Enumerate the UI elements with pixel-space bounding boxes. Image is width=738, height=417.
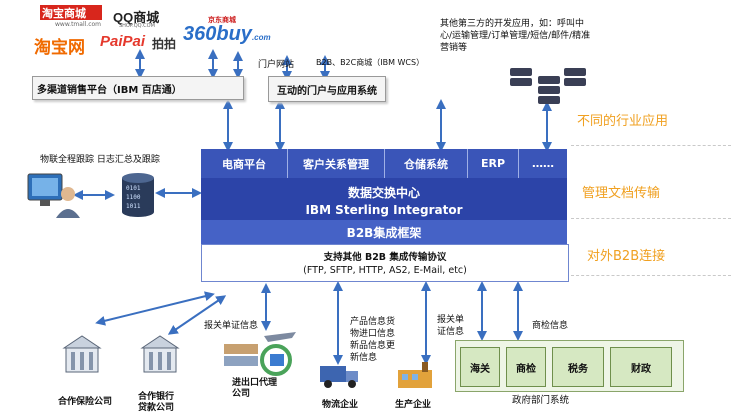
qq-mall-url: SHOP.QQ.COM [119,23,155,29]
insurance-company-label: 合作保险公司 [58,397,113,407]
paipai-cn-logo: 拍拍 [152,37,177,51]
government-systems-box: 海关 商检 税务 财政 [455,340,684,392]
gov-customs: 海关 [460,347,500,387]
buy360-text: 360buy [183,23,252,45]
taobao-mall-text: 淘宝商城 [42,8,86,20]
tmall-url: www.tmall.com [55,21,102,28]
product-info-label: 产品信息货物进口信息新品信息更新信息 [350,317,396,363]
paipai-logo: PaiPai [100,33,146,50]
jingdong-label: 京东商城 [208,17,236,24]
customs-info-label-1: 报关单证信息 [204,321,259,331]
gov-finance: 财政 [610,347,672,387]
import-export-agent-label: 进出口代理公司 [232,378,278,399]
exchange-en-title: IBM Sterling Integrator [305,203,463,217]
bank-company-label: 合作银行贷款公司 [138,392,175,413]
protocol-title: 支持其他 B2B 集成传输协议 [323,252,447,263]
tab-crm[interactable]: 客户关系管理 [288,149,385,178]
protocol-box: 支持其他 B2B 集成传输协议 (FTP, SFTP, HTTP, AS2, E… [201,244,569,282]
tab-warehouse-system[interactable]: 仓储系统 [385,149,468,178]
buy360-logo: 360buy.com [183,23,271,46]
server-stack-icon [510,66,590,110]
taobao-mall-logo [40,5,102,20]
taobao-logo: 淘宝网 [34,38,85,57]
svg-text:0101: 0101 [126,185,141,192]
document-transfer-label: 管理文档传输 [582,186,661,201]
gov-tax: 税务 [552,347,604,387]
external-b2b-label: 对外B2B连接 [587,249,666,264]
portal-apps-box: 互动的门户与应用系统 [268,76,386,102]
data-exchange-center: 数据交换中心 IBM Sterling Integrator [201,178,567,220]
tracking-label: 物联全程跟踪 日志汇总及跟踪 [40,155,160,165]
svg-text:1011: 1011 [126,203,141,210]
gov-inspection: 商检 [506,347,546,387]
qq-mall-logo: QQ商城 [113,10,160,25]
b2b-framework: B2B集成框架 [201,220,567,244]
truck-icon [318,362,362,390]
svg-text:1100: 1100 [126,194,141,201]
bank-building-icon [140,334,180,376]
factory-icon [392,360,438,390]
divider-3 [571,275,731,276]
third-party-label: 其他第三方的开发应用，如：呼叫中心/运输管理/订单管理/短信/邮件/精准营销等 [440,19,591,53]
portal-site-label: 门户网站 [258,60,295,70]
divider-2 [571,218,731,219]
industry-apps-label: 不同的行业应用 [577,114,669,129]
gov-system-label: 政府部门系统 [512,395,570,406]
tab-ecommerce-platform[interactable]: 电商平台 [201,149,288,178]
monitor-user-icon [24,172,80,220]
b2b-b2c-label: B2B、B2C商城（IBM WCS） [316,58,425,67]
customs-info-label-2: 报关单证信息 [437,315,465,337]
inspection-info-label: 商检信息 [532,321,569,331]
exchange-cn-title: 数据交换中心 [347,186,420,200]
tab-more[interactable]: …… [519,149,567,178]
insurance-building-icon [62,334,102,376]
tab-erp[interactable]: ERP [468,149,519,178]
buy360-suffix: .com [251,33,271,42]
protocol-list: (FTP, SFTP, HTTP, AS2, E-Mail, etc) [303,265,467,276]
multichannel-box: 多渠道销售平台（IBM 百店通） [32,76,244,100]
import-export-icon [220,328,300,380]
database-icon: 0101 1100 1011 [118,172,158,218]
divider-1 [571,145,731,146]
logistics-label: 物流企业 [322,400,359,410]
producer-label: 生产企业 [395,400,432,410]
